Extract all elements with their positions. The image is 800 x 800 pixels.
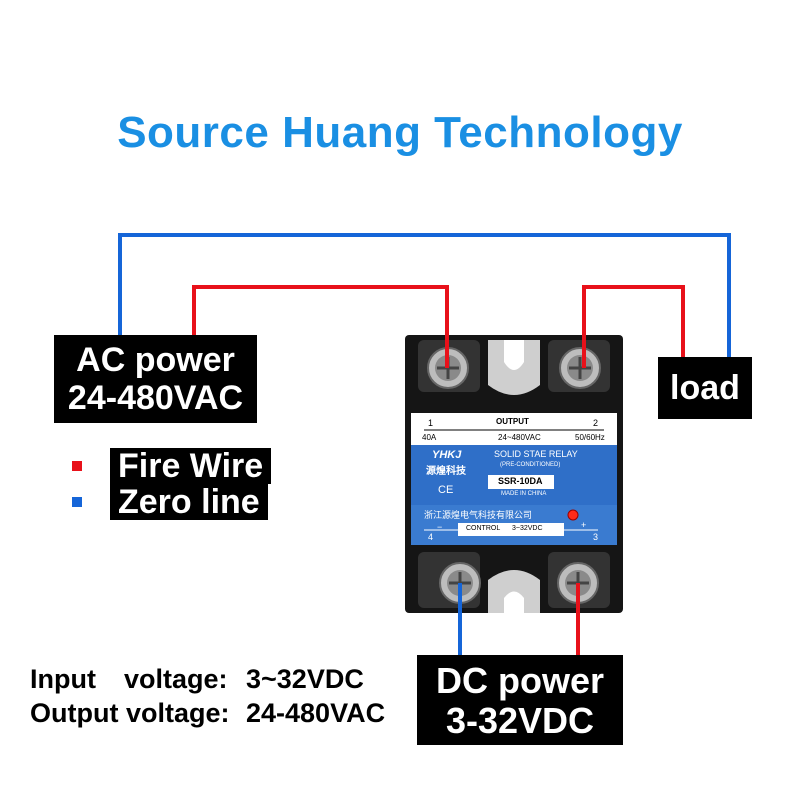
status-led-icon (567, 509, 579, 521)
legend-fire-wire-label: Fire Wire (110, 448, 272, 484)
spec-input: Input voltage: 3~32VDC (30, 664, 364, 695)
dc-power-label: DC power (435, 660, 604, 701)
relay-current: 40A (422, 433, 437, 442)
relay-subtitle: (PRE-CONDITIONED) (500, 462, 561, 468)
relay-model: SSR-10DA (498, 476, 543, 486)
relay-made-in: MADE IN CHINA (501, 491, 547, 497)
dc-power-voltage: 3-32VDC (445, 700, 595, 741)
load-box: load (658, 357, 752, 419)
relay-brand-logo: YHKJ (432, 449, 462, 461)
relay-output-label: OUTPUT (496, 417, 529, 426)
relay-minus-sign: − (437, 522, 443, 532)
spec-output-name: Output voltage: (30, 698, 230, 728)
page-title: Source Huang Technology (117, 108, 683, 157)
solid-state-relay (405, 335, 623, 613)
relay-plus-sign: + (581, 520, 587, 530)
relay-terminal-3: 3 (593, 532, 599, 542)
legend-zero-line-label: Zero line (110, 484, 268, 520)
relay-terminal-2: 2 (593, 418, 599, 428)
zero-line-swatch-icon (72, 497, 82, 507)
spec-output: Output voltage: 24-480VAC (30, 698, 385, 729)
relay-frequency: 50/60Hz (575, 433, 605, 442)
relay-terminal-4: 4 (428, 532, 434, 542)
ac-power-box: AC power 24-480VAC (54, 335, 257, 423)
fire-wire-swatch-icon (72, 461, 82, 471)
relay-control-label: CONTROL (466, 525, 501, 532)
relay-voltage: 24~480VAC (498, 433, 541, 442)
ac-power-label: AC power (76, 341, 235, 379)
ac-power-voltage: 24-480VAC (67, 379, 244, 417)
relay-brand-cn: 源煌科技 (426, 466, 466, 477)
dc-power-box: DC power 3-32VDC (417, 655, 623, 745)
zero-line-wire-ac-load (118, 233, 731, 358)
relay-type: SOLID STAE RELAY (494, 449, 578, 459)
legend-zero-line: Zero line (72, 484, 268, 520)
spec-input-value: 3~32VDC (246, 664, 364, 694)
spec-input-voltage-word: voltage: (124, 664, 228, 694)
relay-company-cn: 浙江源煌电气科技有限公司 (424, 510, 533, 520)
legend-fire-wire: Fire Wire (72, 448, 272, 484)
relay-ce-mark: CE (438, 484, 454, 496)
spec-input-name: Input (30, 664, 96, 694)
spec-output-value: 24-480VAC (246, 698, 386, 728)
relay-terminal-1: 1 (428, 418, 434, 428)
relay-control-voltage: 3~32VDC (512, 525, 543, 532)
